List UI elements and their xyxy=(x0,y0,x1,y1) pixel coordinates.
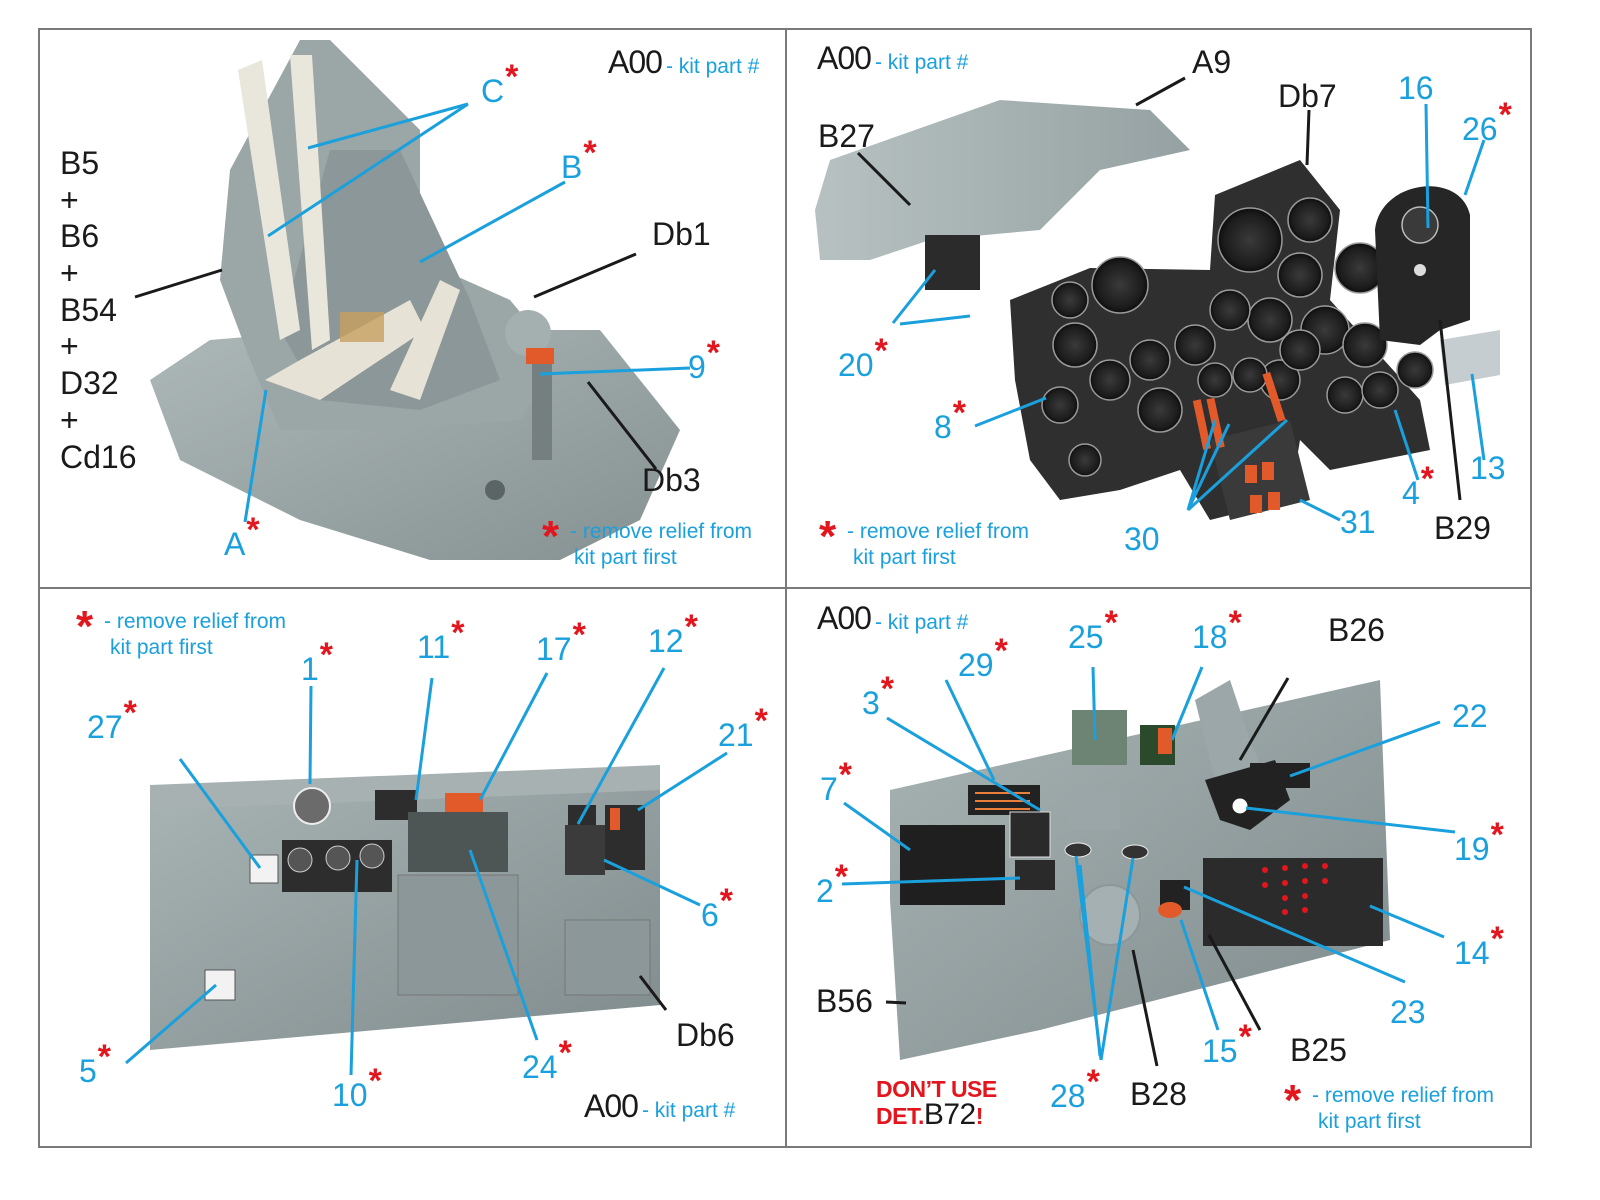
callout-6: 6* xyxy=(701,882,734,933)
callout-3: 3* xyxy=(862,670,895,721)
part-stack-item: + xyxy=(60,328,79,365)
callout-Db7: Db7 xyxy=(1278,78,1337,114)
kit-part-code: A00 xyxy=(817,600,872,636)
callout-17: 17* xyxy=(536,616,586,667)
callout-B28: B28 xyxy=(1130,1076,1187,1112)
star-icon: * xyxy=(1284,1076,1302,1125)
callout-Db3: Db3 xyxy=(642,462,701,498)
kit-part-code: A00 xyxy=(817,40,872,76)
callout-12: 12* xyxy=(648,608,698,659)
callout-26: 26* xyxy=(1462,96,1512,147)
part-stack-item: + xyxy=(60,401,79,438)
kit-part-desc: - kit part # xyxy=(874,611,969,634)
callout-30: 30 xyxy=(1124,521,1160,557)
callout-5: 5* xyxy=(79,1038,112,1089)
callout-11: 11* xyxy=(417,614,465,665)
callout-22: 22 xyxy=(1452,698,1488,734)
callout-23: 23 xyxy=(1390,994,1426,1030)
kit-part-desc: - kit part # xyxy=(874,51,969,74)
callout-4: 4* xyxy=(1402,460,1435,511)
callout-10: 10* xyxy=(332,1062,382,1113)
callout-18: 18* xyxy=(1192,604,1242,655)
callout-2: 2* xyxy=(816,858,849,909)
relief-note: * - remove relief from kit part first xyxy=(1284,1076,1495,1134)
left-sidewall-model xyxy=(890,680,1390,1060)
kit-part-label: A00- kit part # xyxy=(608,46,759,78)
callout-1: 1* xyxy=(301,636,334,687)
kit-part-label: A00- kit part # xyxy=(817,42,968,74)
kit-part-label: A00- kit part # xyxy=(584,1090,735,1122)
blue-leader-lines xyxy=(125,102,1486,1076)
kit-part-desc: - kit part # xyxy=(641,1099,736,1122)
callout-C: C* xyxy=(481,58,519,109)
part-stack-item: Cd16 xyxy=(60,438,137,475)
callout-B56: B56 xyxy=(816,983,873,1019)
kit-part-code: A00 xyxy=(608,44,663,80)
star-icon: * xyxy=(819,512,837,561)
callout-13: 13 xyxy=(1470,450,1506,486)
callout-B: B* xyxy=(561,134,597,185)
callout-31: 31 xyxy=(1340,504,1376,540)
callout-A: A* xyxy=(224,511,260,562)
seat-model xyxy=(150,40,680,560)
star-icon: * xyxy=(542,512,560,561)
callout-25: 25* xyxy=(1068,604,1118,655)
callout-21: 21* xyxy=(718,702,768,753)
part-stack-item: D32 xyxy=(60,365,119,402)
relief-note: * - remove relief from kit part first xyxy=(542,512,753,570)
callout-15: 15* xyxy=(1202,1018,1252,1069)
callout-20: 20* xyxy=(838,332,888,383)
callout-B26: B26 xyxy=(1328,612,1385,648)
kit-part-label: A00- kit part # xyxy=(817,602,968,634)
kit-part-code: A00 xyxy=(584,1088,639,1124)
seat-part-stack: B5 + B6 + B54 + D32 + Cd16 xyxy=(60,145,137,475)
warning-line1: DON’T USE xyxy=(876,1076,997,1102)
callout-A9: A9 xyxy=(1192,44,1232,80)
callout-24: 24* xyxy=(522,1034,572,1085)
warning-line2: DET.B72! xyxy=(876,1098,983,1131)
black-leader-lines xyxy=(134,76,1462,1067)
callout-16: 16 xyxy=(1398,70,1434,106)
callout-14: 14* xyxy=(1454,920,1504,971)
callout-9: 9* xyxy=(688,334,721,385)
part-stack-item: B5 xyxy=(60,145,100,181)
callout-B25: B25 xyxy=(1290,1032,1347,1068)
star-icon: * xyxy=(76,602,94,651)
instrument-panel-model xyxy=(815,100,1500,520)
callout-29: 29* xyxy=(958,632,1008,683)
callout-B29: B29 xyxy=(1434,510,1491,546)
do-not-use-warning: DON’T USE DET.B72! xyxy=(876,1076,997,1131)
part-stack-item: + xyxy=(60,255,79,292)
kit-part-desc: - kit part # xyxy=(665,55,760,78)
callout-19: 19* xyxy=(1454,816,1504,867)
part-stack-item: B54 xyxy=(60,291,117,328)
part-stack-item: B6 xyxy=(60,218,100,255)
relief-note: * - remove relief from kit part first xyxy=(76,602,287,660)
right-sidewall-model xyxy=(150,765,660,1050)
callout-Db1: Db1 xyxy=(652,216,711,252)
relief-note: * - remove relief from kit part first xyxy=(819,512,1030,570)
callout-B27: B27 xyxy=(818,118,875,154)
horizontal-divider xyxy=(38,587,1532,589)
callout-8: 8* xyxy=(934,394,967,445)
callout-7: 7* xyxy=(820,756,853,807)
callout-27: 27* xyxy=(87,694,137,745)
callout-Db6: Db6 xyxy=(676,1017,735,1053)
callout-28: 28* xyxy=(1050,1063,1100,1114)
part-stack-item: + xyxy=(60,181,79,218)
